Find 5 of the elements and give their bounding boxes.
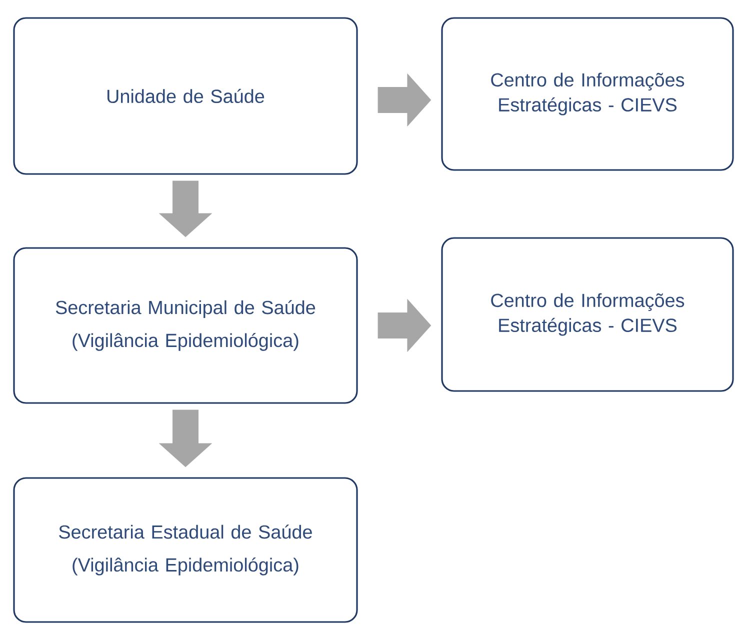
process-box: Unidade de Saúde [13, 17, 358, 175]
process-box: Centro de Informações Estratégicas - CIEVS [441, 17, 734, 171]
process-box: Centro de Informações Estratégicas - CIEVS [441, 237, 734, 392]
process-box: Secretaria Estadual de Saúde (Vigilância Epidemiológica) [13, 477, 358, 623]
process-box: Secretaria Municipal de Saúde (Vigilância Epidemiológica) [13, 247, 358, 404]
